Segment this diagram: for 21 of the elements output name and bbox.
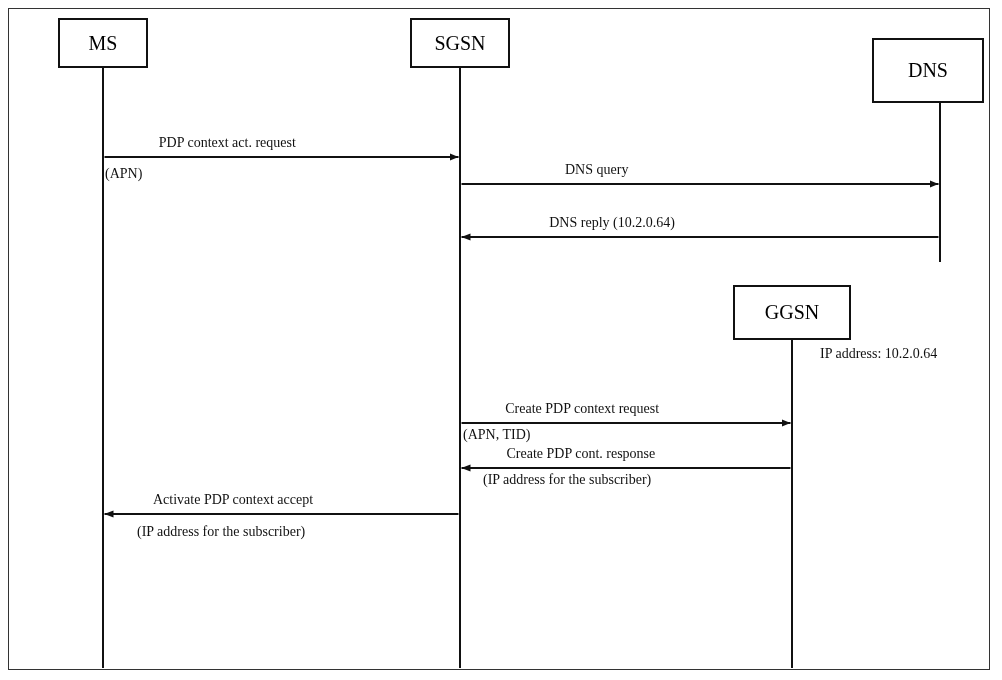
message-arrow: [460, 464, 792, 472]
parameter-note: (IP address for the subscriber): [483, 472, 652, 488]
message-arrow: [103, 510, 460, 518]
message-label: Create PDP context request: [505, 401, 660, 417]
message-label: DNS reply (10.2.0.64): [549, 215, 675, 231]
message-label: Activate PDP context accept: [153, 492, 314, 508]
parameter-note: (IP address for the subscriber): [137, 524, 306, 540]
entity-name: DNS: [908, 59, 948, 82]
message-label: DNS query: [565, 162, 629, 178]
address-note: IP address: 10.2.0.64: [820, 346, 938, 362]
message-arrow: [103, 153, 460, 161]
message-arrow: [460, 233, 940, 241]
entity-name: GGSN: [764, 301, 820, 324]
parameter-note: (APN): [105, 166, 143, 182]
message-arrow: [460, 419, 792, 427]
parameter-note: (APN, TID): [463, 427, 531, 443]
message-label: Create PDP cont. response: [506, 446, 656, 462]
message-label: PDP context act. request: [158, 135, 296, 151]
message-arrow: [460, 180, 940, 188]
entity-name: MS: [88, 31, 118, 55]
entity-name: SGSN: [434, 31, 486, 55]
